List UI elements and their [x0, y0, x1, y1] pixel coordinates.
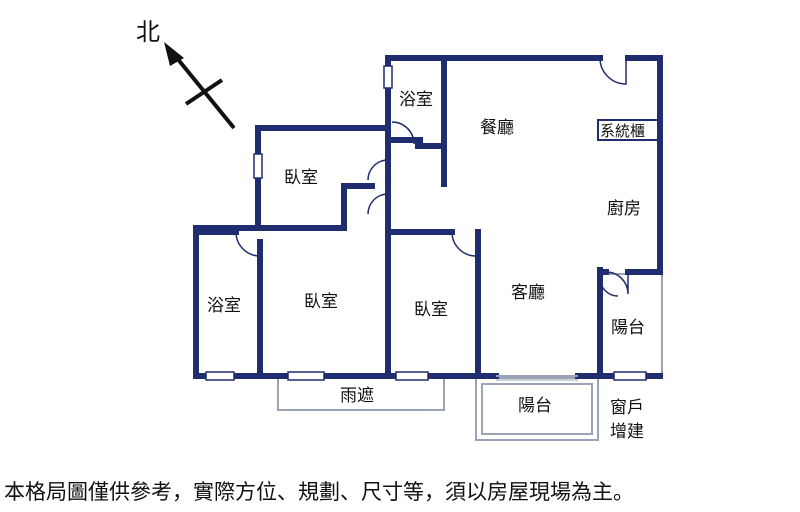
walls [193, 55, 663, 379]
label-bath-top: 浴室 [399, 90, 433, 110]
window [253, 153, 263, 179]
label-dining: 餐廳 [480, 118, 514, 138]
label-balcony-right: 陽台 [611, 318, 645, 338]
label-kitchen: 廚房 [607, 198, 641, 219]
north-arrow-icon [164, 42, 184, 66]
window [205, 371, 235, 381]
window [395, 371, 429, 381]
door [367, 159, 389, 181]
label-balcony-bottom: 陽台 [518, 396, 552, 416]
compass: 北 [136, 18, 236, 130]
label-living: 客廳 [511, 283, 545, 303]
label-window-addition-1: 窗戶 [610, 398, 644, 418]
balcony-bottom-outline [475, 377, 599, 441]
window [287, 371, 325, 381]
label-bedroom-mid: 臥室 [304, 292, 338, 312]
label-window-addition-2: 增建 [610, 422, 644, 442]
door [605, 271, 629, 295]
cabinet-box [597, 119, 659, 141]
door [367, 193, 389, 215]
windows [205, 65, 647, 381]
window [613, 371, 647, 381]
door [599, 277, 619, 297]
disclaimer: 本格局圖僅供參考，實際方位、規劃、尺寸等，須以房屋現場為主。 [4, 480, 634, 504]
north-label: 北 [136, 18, 160, 46]
door [391, 121, 415, 145]
label-bedroom-top: 臥室 [284, 168, 318, 188]
label-bedroom-right: 臥室 [414, 300, 448, 320]
label-cabinet: 系統櫃 [600, 122, 645, 140]
label-canopy: 雨遮 [340, 386, 374, 406]
label-bath-left: 浴室 [207, 296, 241, 316]
window [383, 65, 393, 89]
door [599, 57, 627, 85]
doors [235, 57, 629, 297]
door [451, 231, 477, 257]
door [235, 231, 261, 257]
